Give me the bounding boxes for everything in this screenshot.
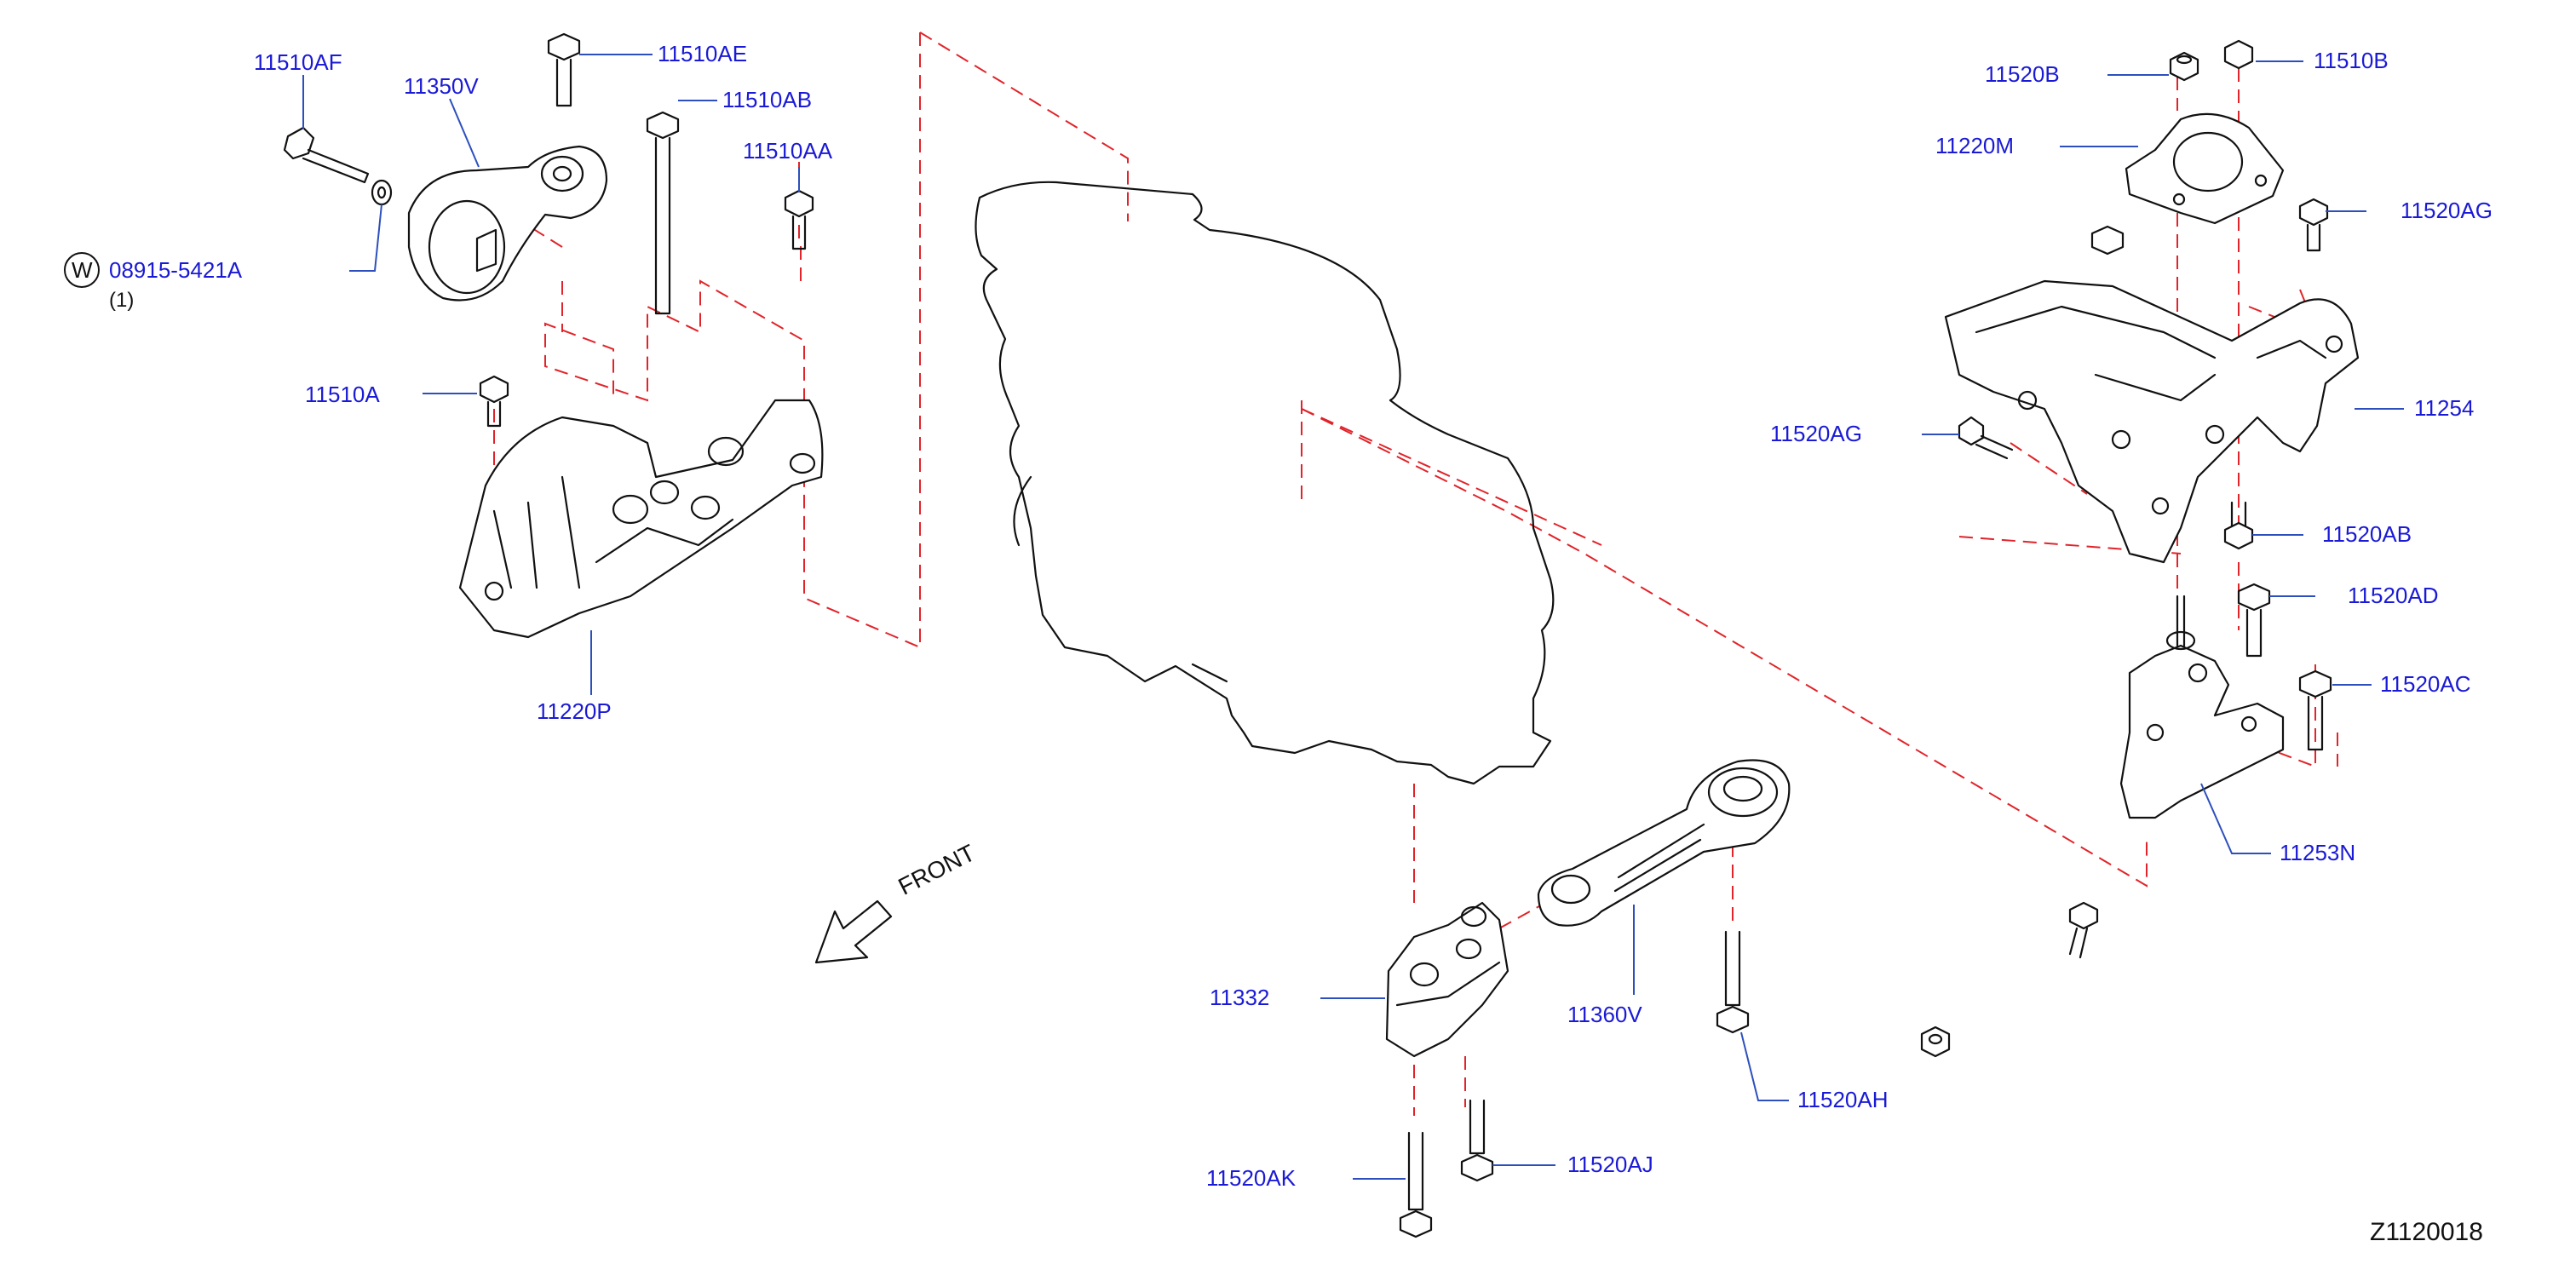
label-11520AD: 11520AD [2348, 583, 2439, 608]
bolt-11520AK-icon [1399, 1131, 1433, 1238]
torque-rod-11360V-icon [1537, 759, 1791, 927]
mount-11350V-icon [407, 145, 608, 302]
label-11510AA: 11510AA [743, 138, 833, 164]
label-11520AB: 11520AB [2322, 521, 2412, 547]
bolt-11510B-icon [2223, 39, 2254, 70]
bracket-11220P-icon [458, 399, 824, 639]
leader-lines [302, 54, 2404, 1180]
nut-lower-11220M-icon [2090, 225, 2125, 256]
bracket-11253N-icon [2119, 595, 2285, 819]
washer-symbol-circle [64, 252, 100, 288]
label-11350V: 11350V [404, 73, 479, 99]
bolt-11520AH-icon [1716, 930, 1750, 1034]
bracket-11254-icon [1944, 279, 2360, 564]
label-11520AC: 11520AC [2380, 671, 2471, 697]
bolt-11510AF-icon [283, 126, 370, 184]
nut-loose-icon [1920, 1026, 1951, 1058]
mount-11220M-icon [2125, 112, 2285, 225]
bolt-loose-icon [2068, 901, 2099, 959]
front-arrow-icon [814, 899, 893, 964]
nut-11520B-icon [2169, 51, 2199, 82]
label-11510AE: 11510AE [658, 41, 748, 66]
bolt-11520AB-icon [2223, 501, 2254, 550]
label-11520B: 11520B [1985, 61, 2060, 87]
mount-11332-icon [1385, 901, 1509, 1058]
label-11520AG-left: 11520AG [1770, 421, 1862, 446]
washer-symbol: W [72, 257, 93, 283]
label-11510B: 11510B [2314, 48, 2389, 73]
washer-08915-icon [371, 179, 393, 206]
bolt-11520AJ-icon [1460, 1099, 1494, 1182]
label-11520AK: 11520AK [1206, 1165, 1297, 1191]
label-11220P: 11220P [537, 698, 612, 724]
bolt-11520AC-icon [2298, 669, 2332, 751]
label-11254: 11254 [2414, 395, 2475, 421]
label-11360V: 11360V [1567, 1002, 1642, 1027]
label-11510A: 11510A [305, 382, 380, 407]
label-11332: 11332 [1210, 985, 1270, 1010]
label-11253N: 11253N [2280, 840, 2356, 865]
label-08915-qty: (1) [109, 289, 135, 312]
bolt-11520AG-left-icon [1958, 416, 2014, 460]
engine-block-outline [975, 181, 1555, 785]
bolt-11510AA-icon [784, 189, 814, 250]
bolt-11520AG-top-icon [2298, 198, 2329, 252]
bolt-11510AE-icon [547, 32, 581, 107]
label-11520AJ: 11520AJ [1567, 1152, 1653, 1177]
label-11510AF: 11510AF [254, 49, 342, 75]
label-11220M: 11220M [1935, 133, 2015, 158]
label-11520AG-top: 11520AG [2401, 198, 2493, 223]
label-08915-5421A: 08915-5421A [109, 257, 243, 283]
label-11510AB: 11510AB [722, 87, 813, 112]
bolt-11520AD-icon [2237, 583, 2271, 658]
label-11520AH: 11520AH [1797, 1087, 1889, 1112]
bolt-11510A-icon [479, 375, 509, 428]
diagram-id: Z1120018 [2370, 1218, 2483, 1246]
bolt-11510AB-icon [646, 111, 680, 315]
